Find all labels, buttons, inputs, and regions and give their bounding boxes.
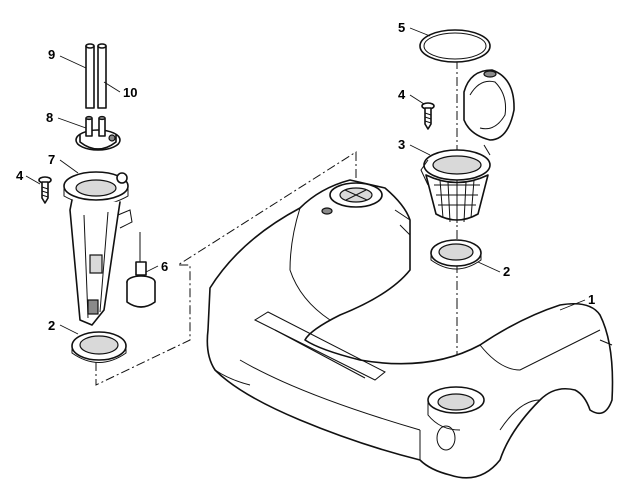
fuel-hose-part: [85, 43, 95, 109]
callout-labels: 1 2 2 3 4 4 5 6 7 8 9 10: [16, 20, 595, 333]
grommet-left-part: [71, 331, 127, 363]
callout-7: 7: [48, 152, 55, 167]
filter-basket-part: [420, 69, 515, 223]
grommet-right-part: [430, 239, 482, 270]
callout-5: 5: [398, 20, 405, 35]
impulse-hose-part: [97, 43, 107, 109]
callout-4-left: 4: [16, 168, 24, 183]
screw-left-part: [38, 176, 52, 204]
callout-1: 1: [588, 292, 595, 307]
o-ring-part: [419, 29, 491, 63]
callout-4-right: 4: [398, 87, 406, 102]
callout-3: 3: [398, 137, 405, 152]
screw-right-part: [421, 102, 435, 130]
fuel-tank-part: [206, 179, 614, 479]
callout-10: 10: [123, 85, 137, 100]
callout-9: 9: [48, 47, 55, 62]
callout-2-right: 2: [503, 264, 510, 279]
fuel-pickup-part: [63, 171, 133, 326]
nipple-cap-part: [75, 115, 121, 151]
callout-2-left: 2: [48, 318, 55, 333]
pickup-filter-part: [126, 232, 156, 308]
leader-lines: [25, 27, 586, 335]
callout-8: 8: [46, 110, 53, 125]
callout-6: 6: [161, 259, 168, 274]
